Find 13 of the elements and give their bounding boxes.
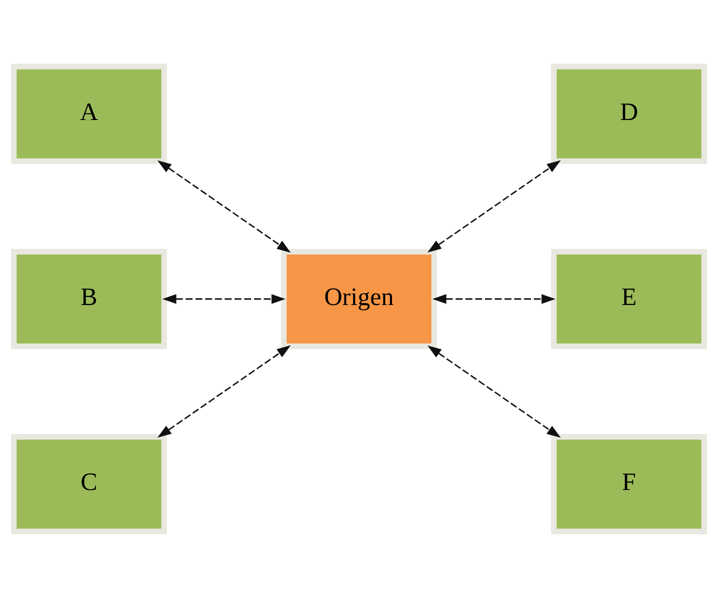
node-box: E xyxy=(551,248,707,350)
node-box: B xyxy=(11,248,167,350)
node-box: D xyxy=(551,64,707,164)
arrow xyxy=(427,345,561,438)
arrow xyxy=(157,160,291,253)
node-box: Origen xyxy=(281,248,437,350)
node-box: A xyxy=(11,64,167,164)
arrow xyxy=(427,160,561,253)
arrow xyxy=(157,345,291,438)
arrow xyxy=(162,294,286,304)
node-box: F xyxy=(551,434,707,534)
arrow xyxy=(432,294,556,304)
node-box: C xyxy=(11,434,167,534)
